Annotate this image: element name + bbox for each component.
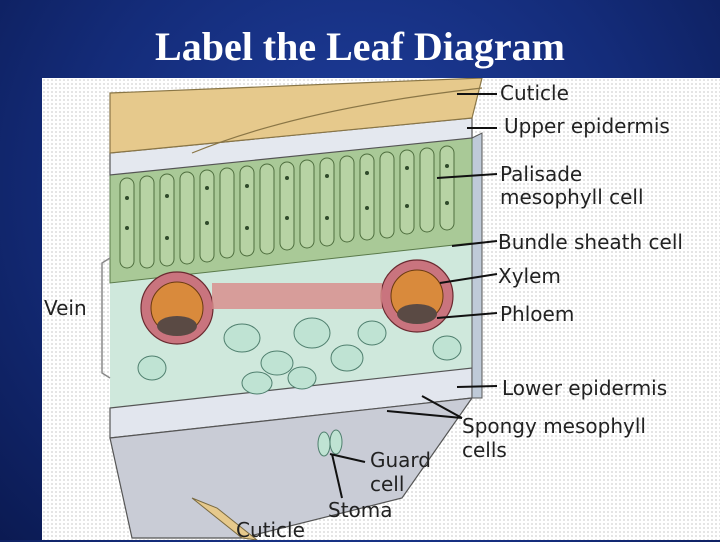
- label-spongy-line1: Spongy mesophyll: [462, 414, 646, 438]
- label-bundle-sheath: Bundle sheath cell: [498, 230, 683, 254]
- label-spongy-line2: cells: [462, 438, 507, 462]
- label-upper-epidermis: Upper epidermis: [504, 114, 670, 138]
- label-lower-epidermis: Lower epidermis: [502, 376, 667, 400]
- label-cuticle-top: Cuticle: [500, 81, 569, 105]
- leaf-diagram-figure: Cuticle Upper epidermis Palisade mesophy…: [42, 78, 720, 540]
- label-palisade-line2: mesophyll cell: [500, 185, 644, 209]
- side-face: [472, 133, 482, 398]
- label-xylem: Xylem: [498, 264, 561, 288]
- vein-left: [141, 272, 213, 344]
- label-vein: Vein: [44, 296, 87, 320]
- vein-bracket: [102, 258, 110, 378]
- label-stoma: Stoma: [328, 498, 393, 522]
- label-phloem: Phloem: [500, 302, 574, 326]
- label-guard-line1: Guard: [370, 448, 431, 472]
- label-cuticle-bottom: Cuticle: [236, 518, 305, 542]
- slide-title: Label the Leaf Diagram: [0, 22, 720, 72]
- vein-connector: [212, 283, 382, 309]
- label-palisade-line1: Palisade: [500, 162, 582, 186]
- vein-right: [381, 260, 453, 332]
- label-guard-line2: cell: [370, 472, 404, 496]
